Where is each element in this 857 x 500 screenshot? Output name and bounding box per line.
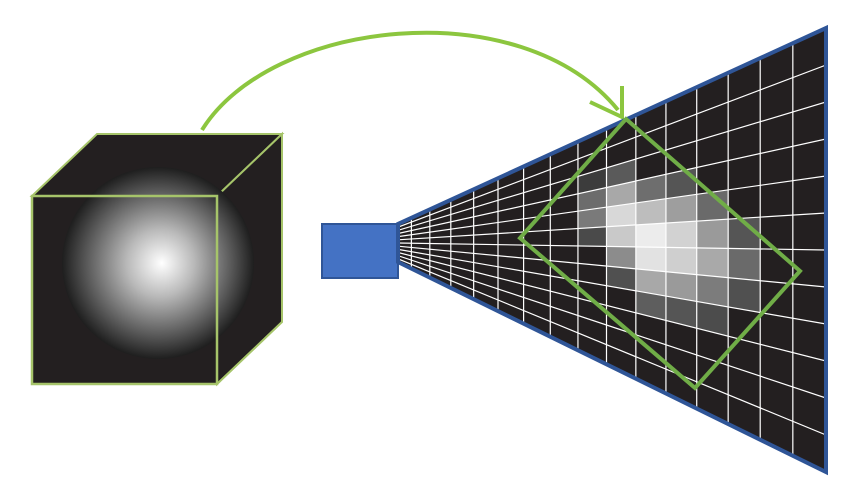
sphere-icon [62, 167, 254, 359]
grid-row-line [398, 255, 826, 399]
projected-footprint-outline [517, 116, 803, 391]
projected-cell [665, 296, 697, 329]
grid-row-line [398, 258, 826, 436]
grid-row-line [398, 251, 826, 362]
grid-row-line [398, 242, 826, 251]
arrow-head [589, 86, 624, 121]
projected-cell [728, 248, 761, 281]
projected-cell [635, 174, 666, 203]
arrow-arc [200, 30, 620, 132]
projected-cell [665, 271, 697, 302]
projected-cell [665, 194, 697, 224]
projected-cell [606, 224, 636, 247]
projection-frustum-icon [396, 24, 828, 476]
projected-cell [606, 202, 636, 227]
projected-cell [696, 247, 729, 278]
projected-cell [635, 268, 666, 297]
projected-cell [696, 274, 729, 307]
projected-cell [635, 290, 666, 321]
curved-arrow-icon [200, 30, 624, 132]
projected-cell [577, 207, 607, 229]
grid-row-line [398, 245, 826, 288]
projected-cell [606, 180, 636, 208]
projected-cell [606, 246, 636, 269]
cube-edge-outline [216, 134, 283, 385]
grid-row-line [398, 175, 826, 238]
grid-row-line [398, 101, 826, 231]
projected-cell [635, 223, 666, 248]
projected-cell [606, 266, 636, 291]
grid-row-line [398, 64, 826, 228]
frustum-border [396, 24, 828, 476]
projected-cell [577, 187, 607, 212]
cube-front-outline [30, 194, 219, 386]
projected-cell [696, 189, 729, 222]
grid-row-line [398, 138, 826, 235]
grid-row-line [398, 212, 826, 241]
cube-map-icon [29, 131, 285, 387]
projected-cell [696, 301, 729, 337]
projected-cell [665, 247, 697, 275]
projected-cell [635, 246, 666, 272]
projected-cell [635, 198, 666, 225]
projected-cell [728, 277, 761, 313]
projected-cell [665, 221, 697, 248]
projected-cell [577, 226, 607, 247]
grid-row-line [398, 248, 826, 325]
projected-cell [696, 219, 729, 249]
projector-icon [321, 223, 399, 279]
projected-cell [728, 217, 761, 249]
